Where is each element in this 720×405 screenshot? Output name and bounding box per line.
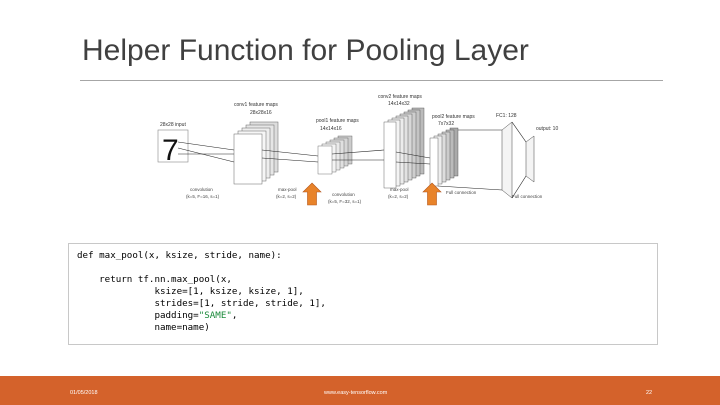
code-line-6: name=name) <box>77 322 210 333</box>
conv2-label: conv2 feature maps <box>378 94 422 100</box>
footer-page-number: 22 <box>646 390 653 396</box>
cnn-architecture-diagram: 28x28 input 7 conv1 feature maps 28x28x1… <box>157 94 558 206</box>
input-image <box>157 129 189 163</box>
code-line-5-post: , <box>231 310 238 321</box>
code-line-3: ksize=[1, ksize, ksize, 1], <box>77 286 304 297</box>
code-line-2: return tf.nn.max_pool(x, <box>77 274 232 285</box>
op2-params: (k=2, s=2) <box>276 194 297 199</box>
op1-label: convolution <box>190 187 213 192</box>
slide-title: Helper Function for Pooling Layer <box>82 34 529 67</box>
footer-url: www.easy-tensorflow.com <box>324 390 388 396</box>
op3-label: convolution <box>332 192 355 197</box>
pool1-label: pool1 feature maps <box>316 118 359 124</box>
title-divider <box>80 80 663 81</box>
conv1-size: 28x28x16 <box>250 110 272 116</box>
input-label: 28x28 input <box>160 122 186 128</box>
code-line-1: def max_pool(x, ksize, stride, name): <box>77 250 282 261</box>
fc1-layer <box>501 121 513 199</box>
pool1-highlight-arrow <box>302 182 322 206</box>
op6-label: Full connection <box>512 194 543 199</box>
op1-params: (k=5, F=16, s=1) <box>186 194 220 199</box>
op4-label: max-pool <box>390 187 409 192</box>
conv2-stack <box>383 107 425 189</box>
op3-params: (k=5, F=32, s=1) <box>328 199 362 204</box>
footer-date: 01/05/2018 <box>70 390 98 396</box>
op4-params: (k=2, s=2) <box>388 194 409 199</box>
conv1-stack <box>233 121 279 185</box>
conv2-size: 14x14x32 <box>388 101 410 107</box>
code-block: def max_pool(x, ksize, stride, name): re… <box>68 243 658 345</box>
op2-label: max-pool <box>278 187 297 192</box>
code-line-5-pre: padding= <box>77 310 199 321</box>
connection-lines <box>177 121 527 199</box>
pool1-stack <box>317 135 353 175</box>
code-text: def max_pool(x, ksize, stride, name): re… <box>77 250 326 334</box>
footer-bar <box>0 376 720 405</box>
pool2-label: pool2 feature maps <box>432 114 475 120</box>
input-digit: 7 <box>162 134 179 167</box>
pool1-size: 14x14x16 <box>320 126 342 132</box>
pool2-highlight-arrow <box>422 182 442 206</box>
conv1-label: conv1 feature maps <box>234 102 278 108</box>
fc1-label: FC1: 128 <box>496 113 517 119</box>
pool2-size: 7x7x32 <box>438 121 454 127</box>
output-layer <box>525 135 535 183</box>
pool2-stack <box>429 127 459 187</box>
output-label: output: 10 <box>536 126 558 132</box>
code-line-4: strides=[1, stride, stride, 1], <box>77 298 326 309</box>
op5-label: Full connection <box>446 190 477 195</box>
code-line-5-string: "SAME" <box>198 310 232 321</box>
